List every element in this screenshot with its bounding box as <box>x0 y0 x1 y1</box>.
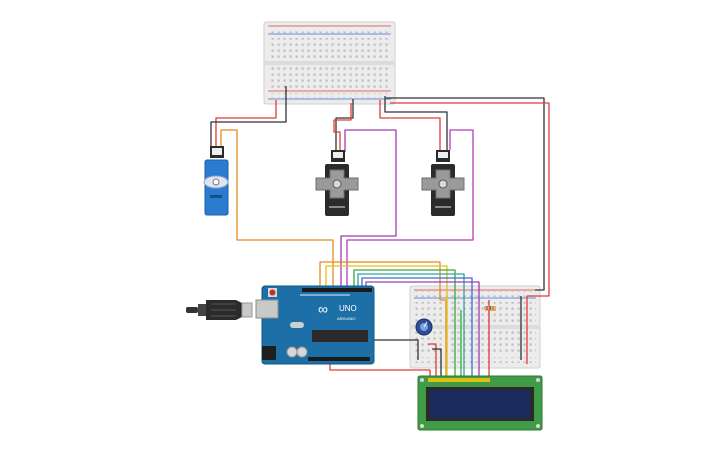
lcd-display-icon <box>417 375 543 431</box>
wire-black-gnd <box>370 339 419 360</box>
arduino-board-icon: ∞ UNO ARDUINO <box>255 285 375 365</box>
breadboard-right <box>409 285 541 369</box>
wires <box>210 86 550 377</box>
wire-magenta-right-servo-signal <box>346 129 474 286</box>
wire-green-data <box>353 269 456 377</box>
wire-red-rail <box>390 102 550 297</box>
wire-purple-data <box>365 281 480 377</box>
arduino-board-label: UNO <box>339 304 357 313</box>
breadboard-top <box>263 21 396 105</box>
usb-cable-icon <box>186 300 253 320</box>
arduino-logo: ∞ <box>318 301 328 317</box>
servo-motor-icon <box>421 150 465 216</box>
wire-orange-data <box>319 261 447 377</box>
servo-motor-icon <box>203 146 229 216</box>
wire-yellow-data <box>325 265 448 377</box>
wire-red-short-1 <box>428 343 437 377</box>
wire-red-left-servo <box>215 100 277 150</box>
potentiometer-icon <box>415 318 433 336</box>
wire-black-lcd <box>432 348 442 377</box>
resistor-icon <box>484 306 496 310</box>
wire-black-right-servo <box>384 96 448 150</box>
wire-red-mid-servo <box>333 103 352 152</box>
wire-red-lcd <box>329 362 431 377</box>
wire-orange-left-servo-signal <box>220 129 334 286</box>
wire-teal-data <box>357 273 465 377</box>
wire-red-right-servo <box>379 100 441 150</box>
wire-purple-mid-servo-signal <box>340 129 397 286</box>
wire-black-rail <box>386 97 545 291</box>
arduino-brand-text: ARDUINO <box>337 316 355 321</box>
servo-motor-icon <box>315 150 359 216</box>
wire-blue-data <box>361 277 473 377</box>
wire-black-mid-servo <box>335 99 354 152</box>
wire-black-left-servo <box>210 86 287 150</box>
